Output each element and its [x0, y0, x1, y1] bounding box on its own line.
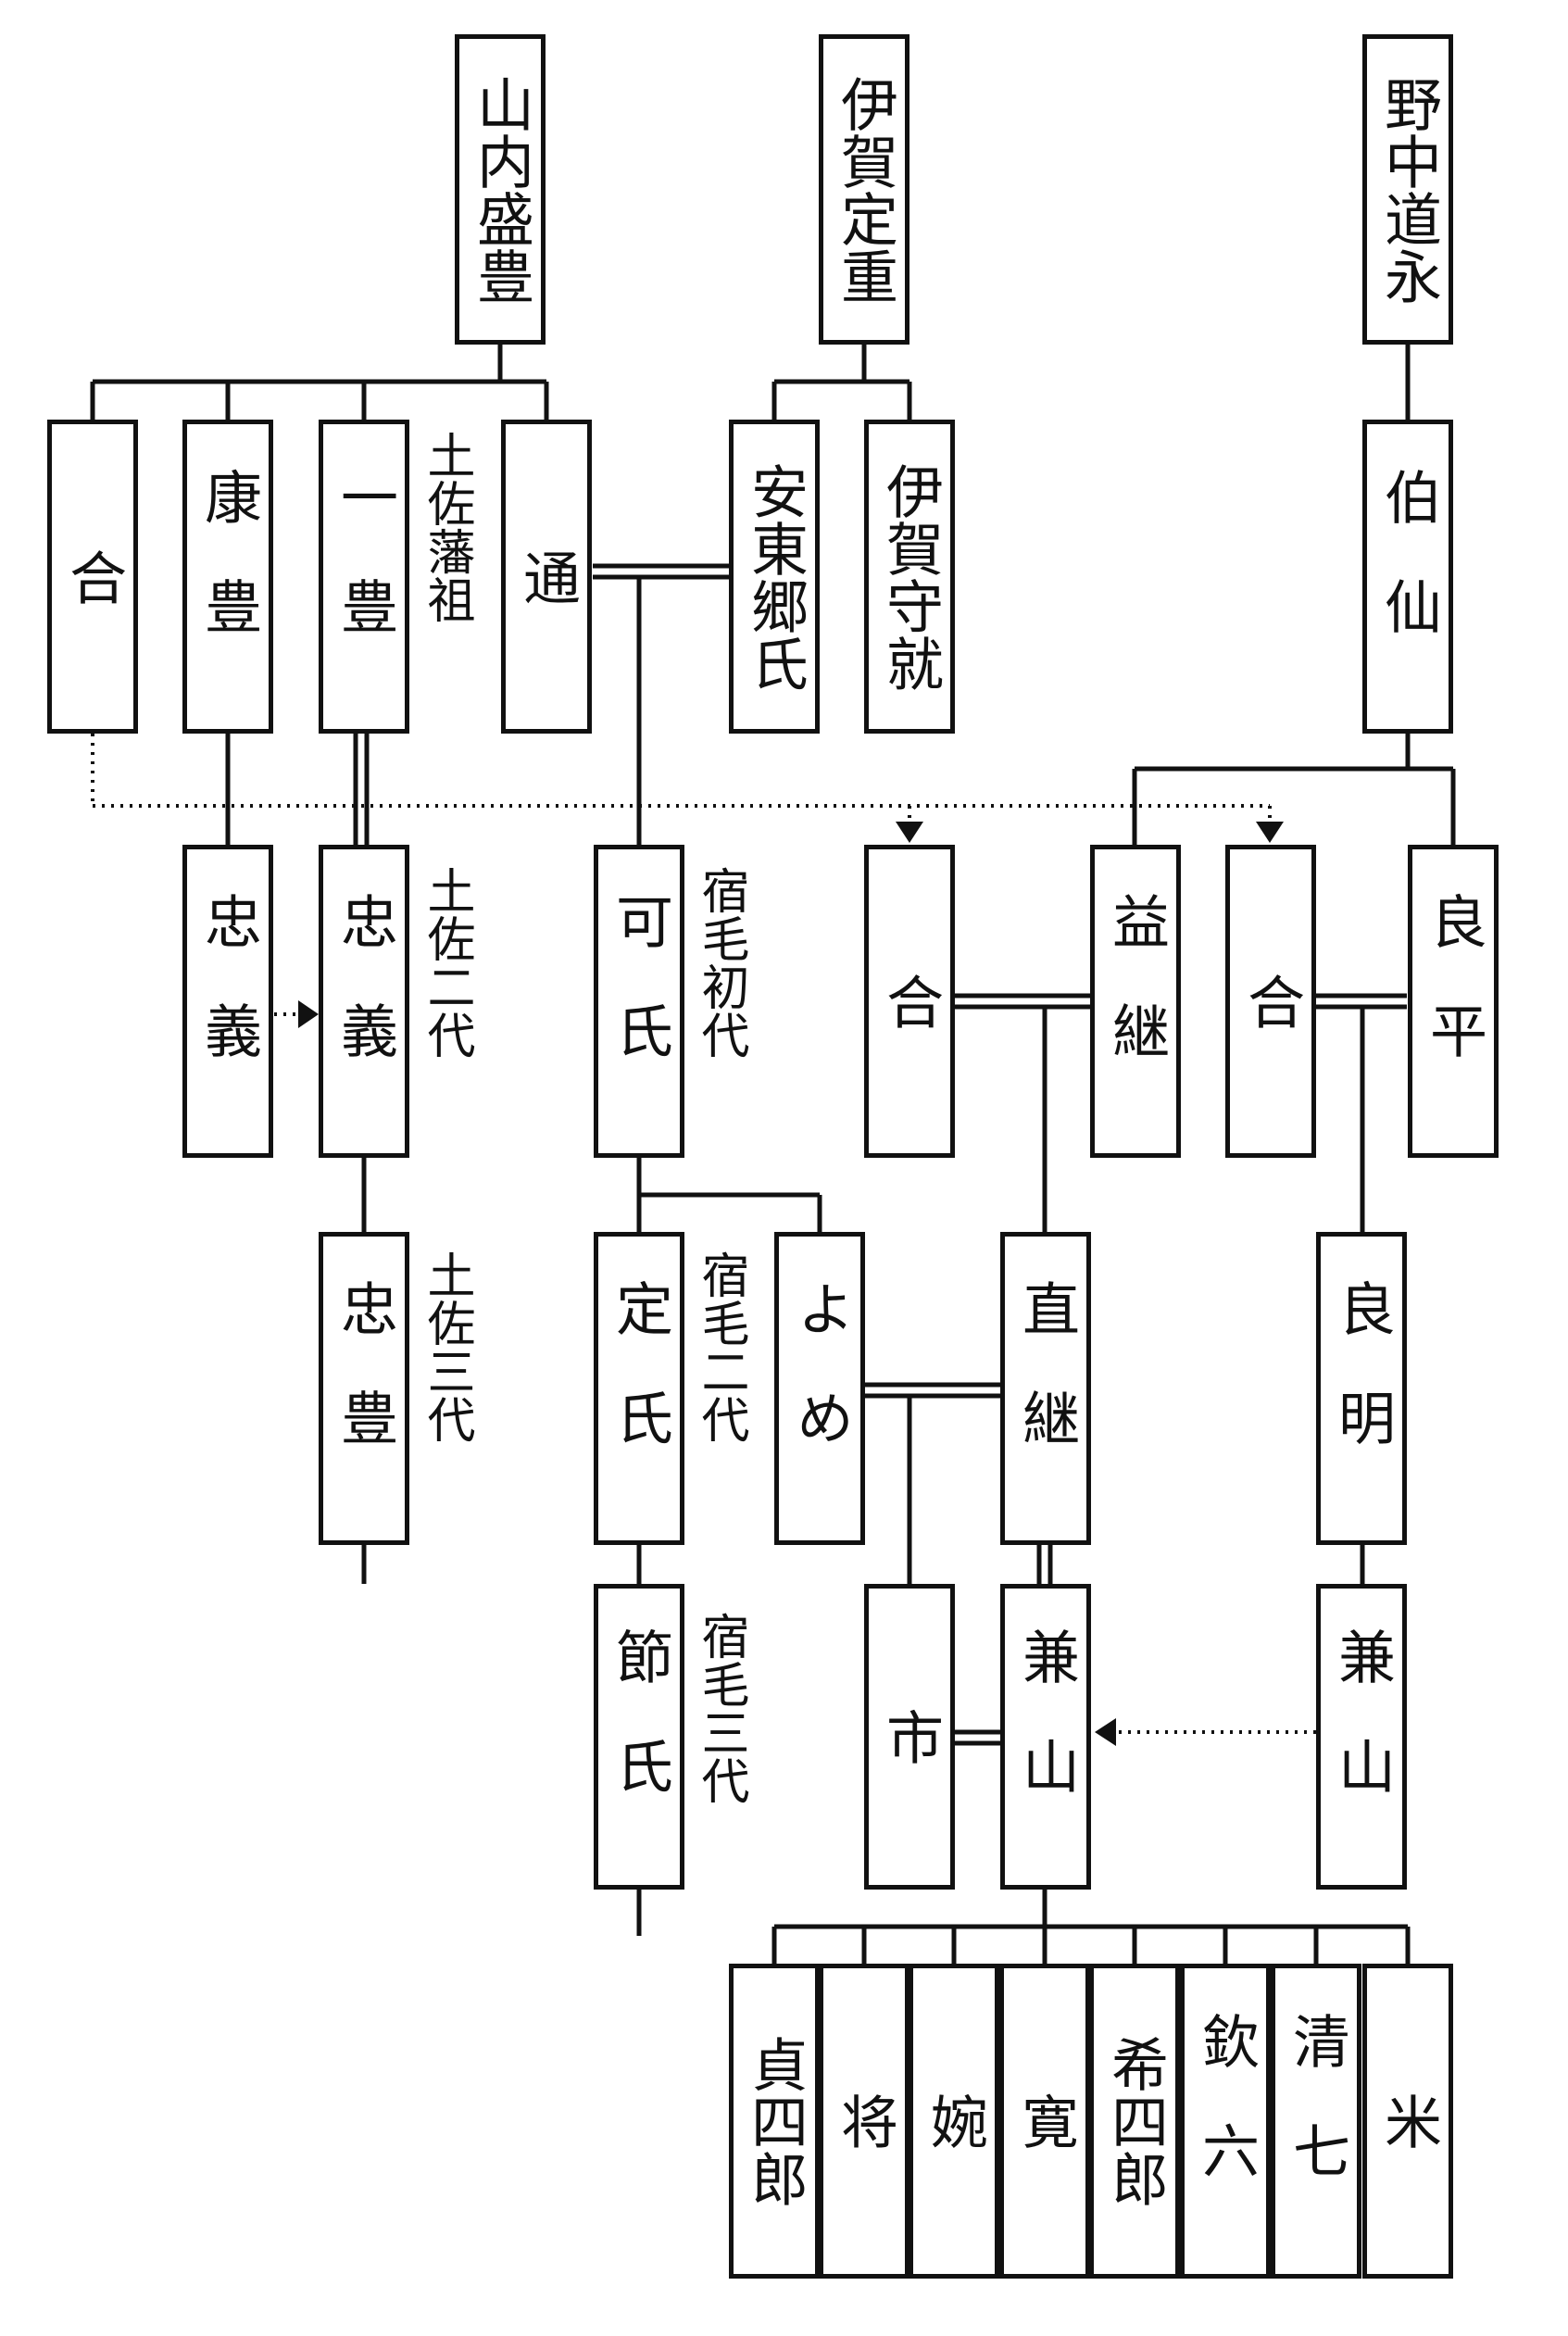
person-box: 忠豊	[319, 1232, 409, 1545]
person-name: 合	[59, 547, 127, 606]
arrowhead	[298, 1000, 319, 1028]
person-box: 一豊	[319, 420, 409, 734]
person-name: 寛	[1011, 2092, 1079, 2150]
person-box: 直継	[1000, 1232, 1091, 1545]
person-box: 貞四郎	[729, 1964, 820, 2279]
person-name: 合	[1237, 973, 1305, 1030]
title-note: 土佐三代	[419, 1250, 474, 1443]
person-name: 兼山	[1328, 1627, 1396, 1846]
person-name: 兼山	[1012, 1627, 1080, 1846]
person-name: 通	[513, 547, 581, 606]
person-name: 清七	[1283, 2012, 1350, 2230]
person-box: 欽六	[1180, 1964, 1271, 2279]
person-box: 伯仙	[1362, 420, 1453, 734]
person-box: 安東郷氏	[729, 420, 820, 734]
person-name: 欽六	[1192, 2012, 1260, 2230]
arrowhead	[1256, 822, 1284, 843]
person-name: 野中道永	[1374, 74, 1442, 305]
person-name: 安東郷氏	[741, 461, 809, 692]
person-name: 山内盛豊	[467, 74, 534, 305]
person-name: 良明	[1328, 1279, 1396, 1498]
person-box: 良明	[1316, 1232, 1407, 1545]
person-name: 可氏	[606, 892, 673, 1111]
person-box: 寛	[999, 1964, 1090, 2279]
person-box: 山内盛豊	[455, 34, 546, 345]
person-box: 清七	[1271, 1964, 1361, 2279]
title-note: 宿毛三代	[693, 1612, 748, 1804]
title-note: 宿毛二代	[693, 1250, 748, 1443]
person-box: 米	[1362, 1964, 1453, 2279]
person-box: 節氏	[594, 1584, 684, 1890]
person-name: 忠豊	[331, 1279, 398, 1498]
person-name: 忠義	[331, 892, 398, 1111]
person-name: 貞四郎	[741, 2035, 809, 2207]
person-box: 伊賀守就	[864, 420, 955, 734]
person-name: 益継	[1102, 892, 1170, 1111]
person-name: よめ	[786, 1279, 854, 1498]
person-box: 康豊	[182, 420, 273, 734]
person-box: 婉	[909, 1964, 999, 2279]
person-box: 可氏	[594, 845, 684, 1158]
person-box: 伊賀定重	[819, 34, 909, 345]
title-note: 宿毛初代	[693, 866, 748, 1059]
person-name: 伊賀守就	[876, 461, 944, 692]
person-box: 野中道永	[1362, 34, 1453, 345]
person-box: 忠義	[182, 845, 273, 1158]
person-name: 節氏	[606, 1627, 673, 1846]
person-name: 米	[1374, 2092, 1442, 2150]
person-name: 一豊	[331, 467, 398, 686]
person-box: 市	[864, 1584, 955, 1890]
person-name: 合	[876, 973, 944, 1030]
person-box: 良平	[1408, 845, 1499, 1158]
person-name: 直継	[1012, 1279, 1080, 1498]
person-box: 希四郎	[1089, 1964, 1180, 2279]
person-name: 婉	[921, 2092, 988, 2150]
title-note: 土佐二代	[419, 866, 474, 1059]
person-name: 伯仙	[1374, 467, 1442, 686]
person-box: 合	[864, 845, 955, 1158]
person-box: 合	[1225, 845, 1316, 1158]
person-box: 忠義	[319, 845, 409, 1158]
person-name: 希四郎	[1101, 2035, 1169, 2207]
person-box: 将	[819, 1964, 909, 2279]
person-name: 市	[876, 1708, 944, 1765]
person-box: よめ	[774, 1232, 865, 1545]
arrowhead	[1095, 1718, 1116, 1746]
person-box: 合	[47, 420, 138, 734]
person-name: 将	[831, 2092, 898, 2150]
person-name: 定氏	[606, 1279, 673, 1498]
person-name: 良平	[1420, 892, 1487, 1111]
person-box: 定氏	[594, 1232, 684, 1545]
title-note: 土佐藩祖	[419, 431, 474, 623]
arrowhead	[896, 822, 923, 843]
person-name: 伊賀定重	[831, 74, 898, 305]
person-box: 益継	[1090, 845, 1181, 1158]
person-name: 康豊	[194, 467, 262, 686]
person-box: 兼山	[1316, 1584, 1407, 1890]
person-name: 忠義	[194, 892, 262, 1111]
person-box: 兼山	[1000, 1584, 1091, 1890]
person-box: 通	[501, 420, 592, 734]
